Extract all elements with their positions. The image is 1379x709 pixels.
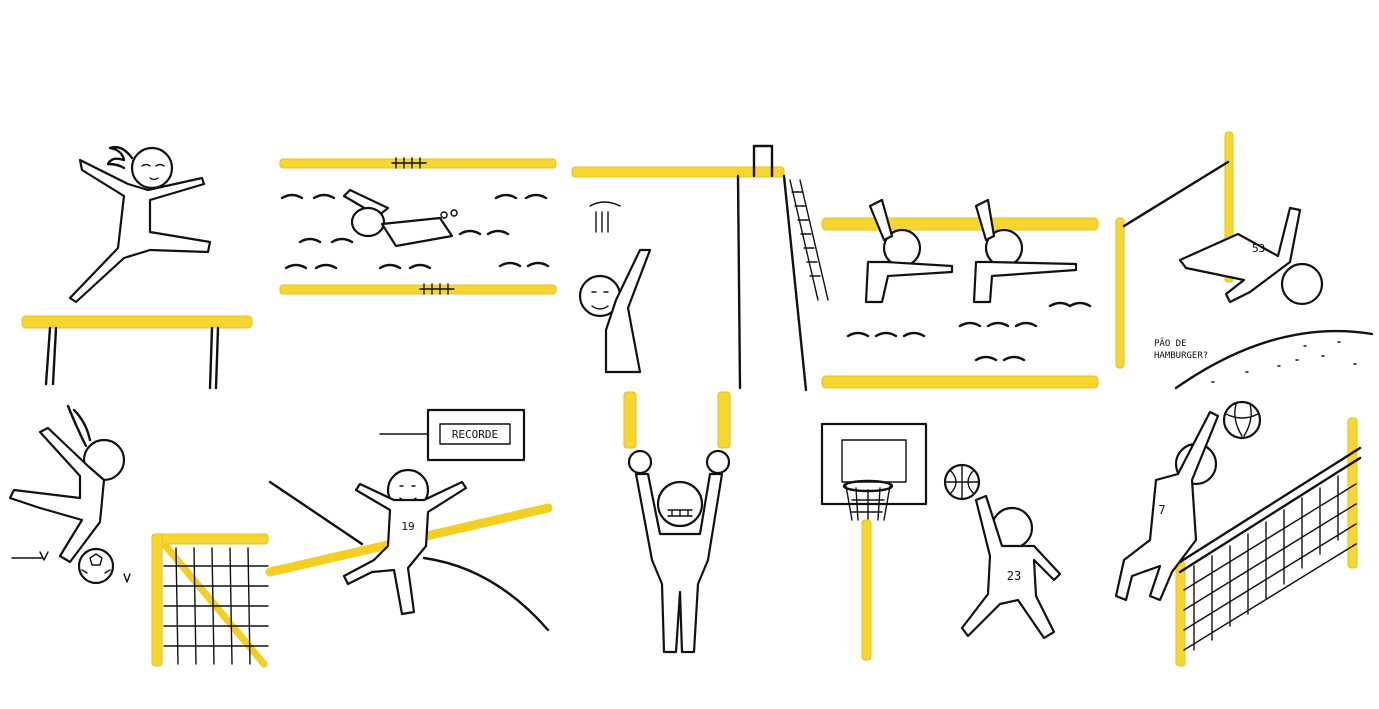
ring-strap-right xyxy=(717,391,731,449)
pool-edge-bottom xyxy=(821,375,1099,389)
dive-jersey-number: 53 xyxy=(1252,242,1265,255)
lane-rope-bottom xyxy=(279,284,557,295)
lane-float-bottom xyxy=(419,283,455,295)
lane-float-top xyxy=(391,157,427,169)
diving-panel xyxy=(571,144,829,392)
goal-frame xyxy=(151,533,269,668)
diver-figure xyxy=(578,248,652,374)
track-line xyxy=(268,480,550,632)
water-waves xyxy=(280,193,550,270)
football-panel xyxy=(8,404,269,668)
athletics-panel: RECORDE 19 xyxy=(265,408,553,632)
basketball-ball xyxy=(943,463,981,501)
synchronized-swimming-panel xyxy=(821,198,1099,389)
svg-text:23: 23 xyxy=(1007,569,1021,583)
basketball-pole xyxy=(861,519,872,661)
net-pole-left xyxy=(1115,217,1125,369)
swimming-panel xyxy=(279,157,557,295)
sync-swimmer-left xyxy=(864,198,954,304)
volleyball-ball xyxy=(1222,400,1262,440)
goal-net xyxy=(163,547,269,665)
diving-platform xyxy=(571,166,785,178)
svg-text:RECORDE: RECORDE xyxy=(452,428,498,441)
volleyball-net xyxy=(1178,446,1362,651)
football-ball xyxy=(77,547,115,585)
balance-beam xyxy=(21,315,253,329)
pool-edge-top xyxy=(821,217,1099,231)
volleyball-player: 7 xyxy=(1114,410,1220,602)
sync-swimmer-right xyxy=(972,198,1078,304)
sync-water-waves xyxy=(846,301,1092,362)
speech-line-2: HAMBURGER? xyxy=(1154,351,1208,361)
rings-panel xyxy=(623,391,731,654)
runner-figure: 19 xyxy=(342,468,468,616)
record-sign: RECORDE xyxy=(379,408,526,462)
tower-ladder xyxy=(789,179,829,301)
beam-leg-left xyxy=(44,326,58,386)
splash-lines xyxy=(589,201,621,233)
svg-text:19: 19 xyxy=(401,520,414,533)
basketball-hoop xyxy=(842,479,894,521)
balance-beam-panel xyxy=(21,145,253,390)
volleyball-panel: 7 xyxy=(1114,400,1362,667)
svg-text:7: 7 xyxy=(1158,503,1165,517)
swimmer-figure xyxy=(342,188,458,248)
grass-tufts xyxy=(11,551,131,583)
ring-strap-left xyxy=(623,391,637,449)
speech-line-1: PÃO DE xyxy=(1154,338,1187,349)
beam-leg-right xyxy=(208,326,220,390)
net-cable xyxy=(1122,160,1230,228)
diving-tower xyxy=(736,144,808,392)
diving-volleyball-player xyxy=(1178,206,1324,306)
gymnast-figure xyxy=(68,145,212,304)
basketball-panel: 23 xyxy=(820,422,1062,661)
football-player xyxy=(8,404,126,564)
rings-gymnast xyxy=(627,449,731,654)
basketball-player: 23 xyxy=(960,494,1062,640)
volleyball-dive-panel: PÃO DE HAMBURGER? 53 xyxy=(1115,131,1374,390)
sand-dots xyxy=(1211,341,1357,383)
sand-hill xyxy=(1174,329,1374,390)
